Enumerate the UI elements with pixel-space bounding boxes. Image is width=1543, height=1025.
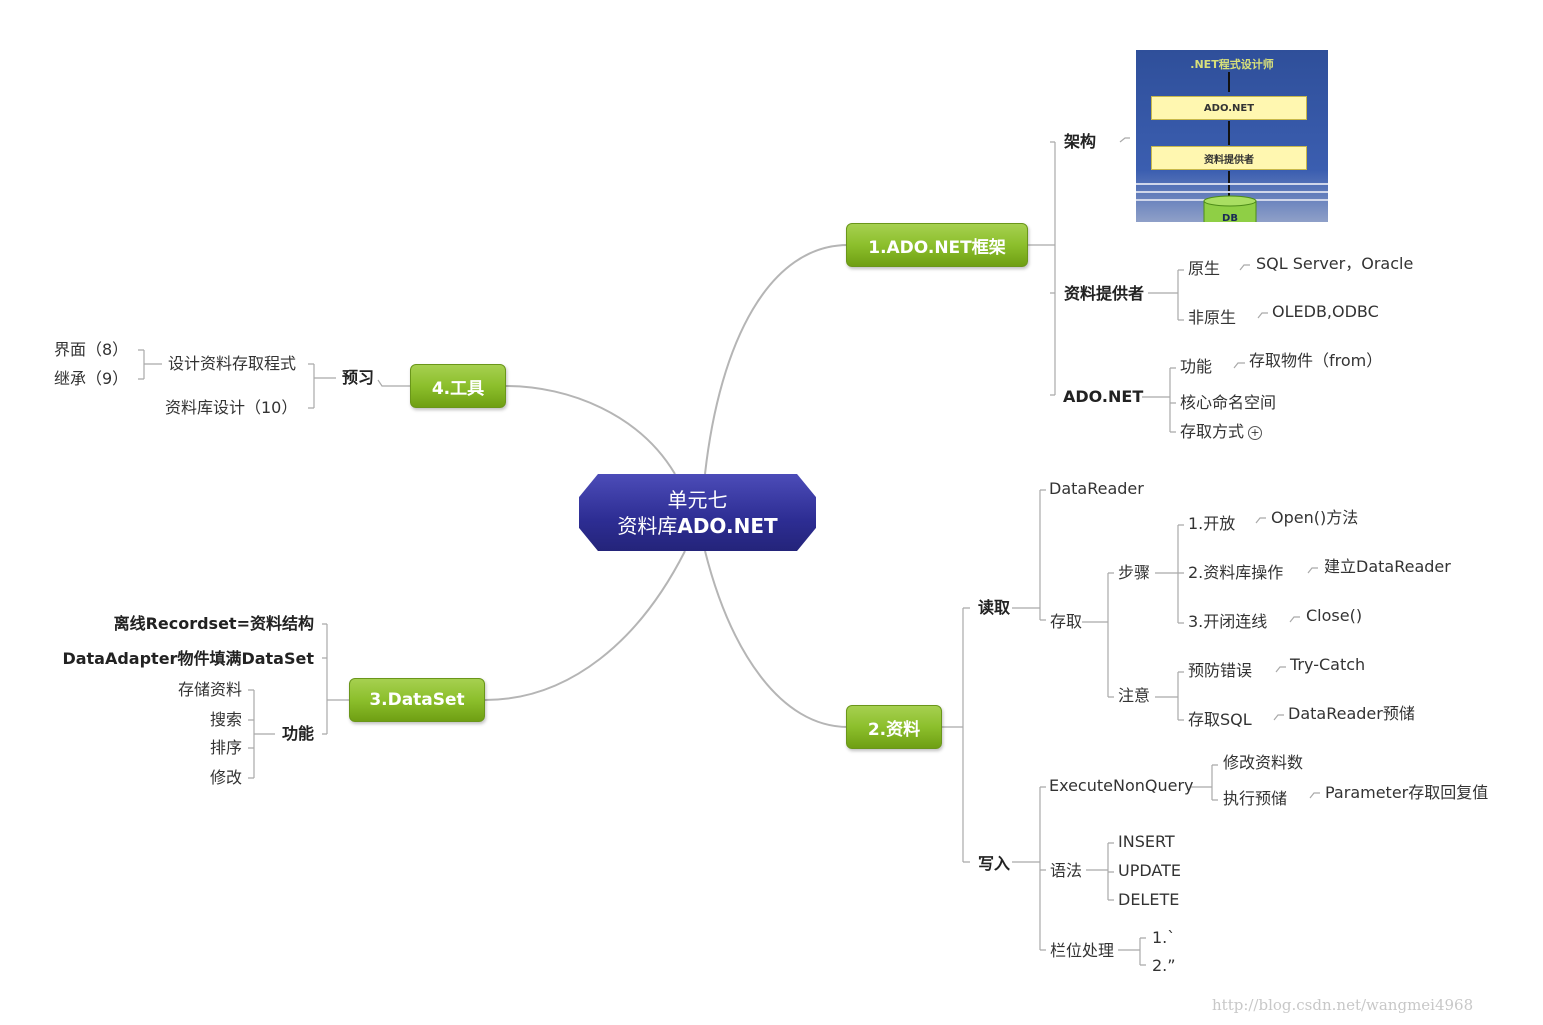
design-ui[interactable]: 界面（8）: [54, 340, 129, 359]
branch-dataset[interactable]: 3.DataSet: [349, 678, 485, 722]
provider-native-value[interactable]: SQL Server，Oracle: [1256, 254, 1414, 273]
step-open-value[interactable]: Open()方法: [1271, 508, 1359, 527]
syntax-update[interactable]: UPDATE: [1118, 861, 1181, 880]
adonet-namespace[interactable]: 核心命名空间: [1180, 393, 1277, 412]
execute-stored-procedure-value[interactable]: Parameter存取回复值: [1325, 783, 1489, 802]
central-topic-line1: 单元七: [667, 487, 728, 512]
branch-curve-1: [704, 244, 849, 475]
provider-native[interactable]: 原生: [1188, 259, 1221, 278]
read-access[interactable]: 存取: [1050, 612, 1083, 631]
adonet-function-value[interactable]: 存取物件（from）: [1249, 351, 1383, 370]
central-topic[interactable]: 单元七 资料库ADO.NET: [579, 474, 816, 551]
note-prevent-errors-value[interactable]: Try-Catch: [1290, 655, 1366, 674]
branch-curve-2: [704, 550, 849, 728]
dataset-function[interactable]: 功能: [282, 724, 315, 743]
step-db-operation[interactable]: 2.资料库操作: [1188, 563, 1284, 582]
syntax-insert[interactable]: INSERT: [1118, 832, 1175, 851]
topic-write[interactable]: 写入: [978, 854, 1011, 873]
dataset-func-sort[interactable]: 排序: [209, 738, 242, 757]
step-open[interactable]: 1.开放: [1188, 514, 1236, 533]
database-icon: DB: [1203, 195, 1257, 222]
note-access-sql-value[interactable]: DataReader预储: [1288, 704, 1415, 723]
branch-ado-net-framework[interactable]: 1.ADO.NET框架: [846, 223, 1028, 267]
dataset-func-modify[interactable]: 修改: [209, 768, 242, 787]
arch-title: .NET程式设计师: [1190, 58, 1274, 71]
topic-architecture[interactable]: 架构: [1064, 132, 1097, 151]
field-item-2[interactable]: 2.”: [1152, 956, 1176, 975]
write-execute-nonquery[interactable]: ExecuteNonQuery: [1049, 776, 1194, 795]
execute-modify-count[interactable]: 修改资料数: [1223, 753, 1304, 772]
topic-data-provider[interactable]: 资料提供者: [1064, 284, 1145, 303]
topic-read[interactable]: 读取: [978, 598, 1011, 617]
expand-plus-icon[interactable]: +: [1248, 425, 1263, 440]
architecture-image: .NET程式设计师 ADO.NET 资料提供者 DB: [1136, 50, 1328, 222]
adonet-function[interactable]: 功能: [1180, 357, 1213, 376]
note-prevent-errors[interactable]: 预防错误: [1188, 661, 1253, 680]
step-close[interactable]: 3.开闭连线: [1188, 612, 1268, 631]
dataset-func-store[interactable]: 存储资料: [177, 680, 242, 699]
write-syntax[interactable]: 语法: [1050, 861, 1083, 880]
note-access-sql[interactable]: 存取SQL: [1188, 710, 1252, 729]
branch-data[interactable]: 2.资料: [846, 705, 942, 749]
execute-stored-procedure[interactable]: 执行预储: [1223, 789, 1288, 808]
provider-nonnative[interactable]: 非原生: [1188, 308, 1237, 327]
adonet-access-method[interactable]: 存取方式+: [1180, 422, 1263, 442]
access-notes[interactable]: 注意: [1118, 686, 1151, 705]
step-close-value[interactable]: Close(): [1306, 606, 1363, 625]
tools-preview[interactable]: 预习: [342, 368, 375, 387]
access-steps[interactable]: 步骤: [1118, 563, 1151, 582]
field-item-1[interactable]: 1.`: [1152, 928, 1176, 947]
arch-box-provider: 资料提供者: [1151, 146, 1307, 170]
arch-box-adonet: ADO.NET: [1151, 96, 1307, 120]
write-field-handling[interactable]: 栏位处理: [1050, 941, 1115, 960]
branch-tools[interactable]: 4.工具: [410, 364, 506, 408]
topic-ado-net[interactable]: ADO.NET: [1063, 387, 1144, 406]
central-topic-line2: 资料库ADO.NET: [617, 513, 778, 538]
provider-nonnative-value[interactable]: OLEDB,ODBC: [1272, 302, 1379, 321]
dataset-offline-recordset[interactable]: 离线Recordset=资料结构: [113, 614, 314, 633]
syntax-delete[interactable]: DELETE: [1118, 890, 1180, 909]
preview-db-design[interactable]: 资料库设计（10）: [165, 398, 298, 417]
branch-curve-4: [505, 385, 676, 475]
watermark: http://blog.csdn.net/wangmei4968: [1212, 996, 1474, 1014]
dataset-func-search[interactable]: 搜索: [209, 710, 242, 729]
branch-curve-3: [484, 550, 686, 701]
preview-design-program[interactable]: 设计资料存取程式: [168, 354, 297, 373]
db-label: DB: [1222, 213, 1238, 222]
dataset-adapter-fill[interactable]: DataAdapter物件填满DataSet: [62, 649, 314, 668]
read-datareader[interactable]: DataReader: [1049, 479, 1144, 498]
step-db-operation-value[interactable]: 建立DataReader: [1324, 557, 1451, 576]
design-inherit[interactable]: 继承（9）: [54, 369, 129, 388]
